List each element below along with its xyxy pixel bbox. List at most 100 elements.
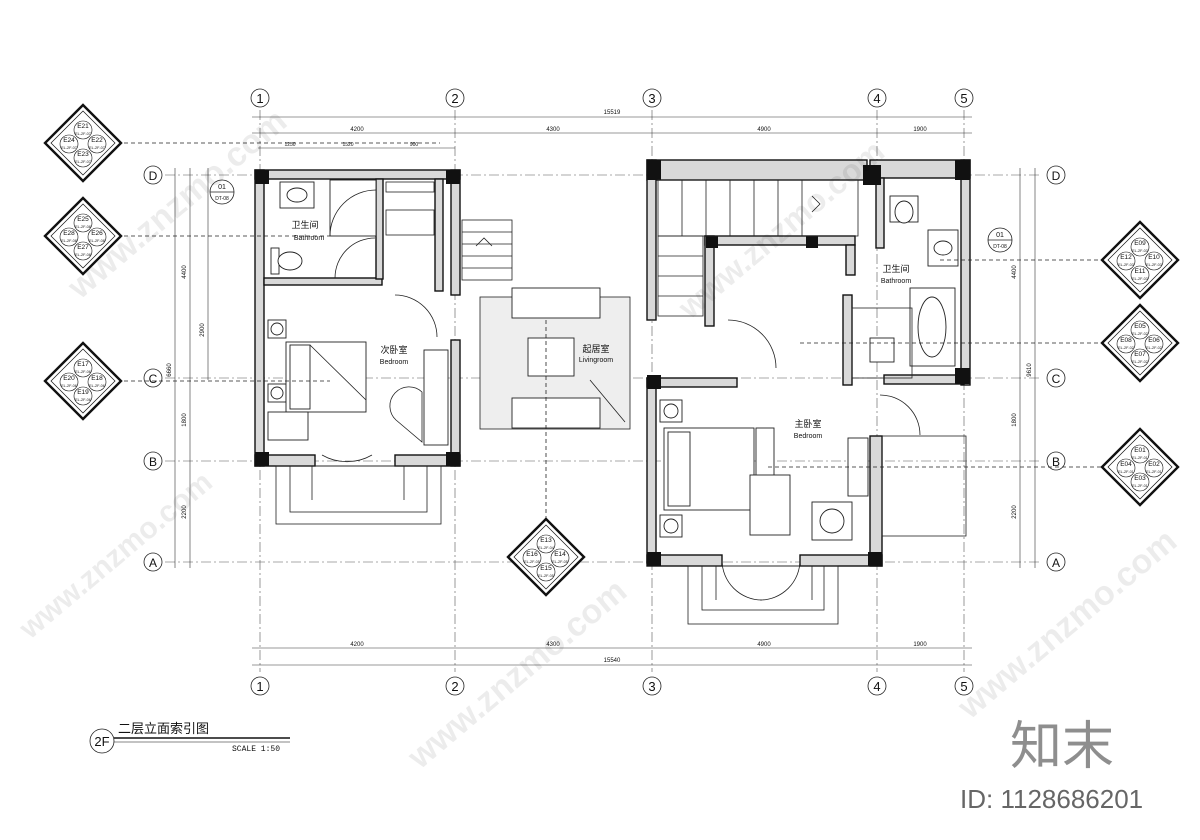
column-axis-bottom: 1 2 3 4 5 (250, 676, 974, 696)
marker-code: EL-2F-08 (89, 239, 105, 243)
marker-label: E02 (1148, 461, 1160, 468)
svg-text:01: 01 (996, 232, 1004, 239)
marker-code: EL-2F-08 (75, 253, 91, 257)
balcony-left (275, 465, 442, 525)
axis-label: 4 (873, 91, 880, 106)
room-label-master-cn: 主卧室 (794, 418, 821, 429)
dimensions-right: 4400 1800 2200 9610 (1012, 168, 1036, 568)
axis-label: B (1052, 455, 1060, 469)
living-room-furniture (479, 287, 631, 430)
dim-seg: 4300 (546, 127, 560, 133)
axis-label: 2 (451, 91, 458, 106)
dim-total: 15519 (604, 110, 621, 116)
master-bedroom-furniture (659, 399, 967, 541)
marker-label: E27 (77, 244, 89, 251)
dimensions-bottom: 4200 4300 4900 1900 15540 (252, 642, 972, 666)
axis-label: 4 (873, 679, 880, 694)
marker-code: EL-2F-03 (1146, 263, 1162, 267)
axis-label: D (149, 169, 158, 183)
axis-label: C (1052, 372, 1061, 386)
marker-code: EL-2F-05 (524, 560, 540, 564)
axis-label: 5 (960, 91, 967, 106)
floor-tag: 2F (94, 734, 109, 749)
door-swings (334, 237, 921, 436)
watermark-logo: 知末 (1010, 718, 1114, 776)
section-tag-right: 01 DT-08 (987, 227, 1013, 253)
axis-label: 1 (256, 679, 263, 694)
marker-code: EL-2F-06 (89, 384, 105, 388)
marker-label: E20 (63, 375, 75, 382)
row-axis-left: D C B A (143, 165, 163, 572)
dim-total: 6660 (167, 363, 173, 377)
marker-code: EL-2F-08 (75, 225, 91, 229)
marker-code: EL-2F-01 (1118, 470, 1134, 474)
row-axis-right: D C B A (1046, 165, 1066, 572)
dimensions-top: 15519 4200 4300 4900 1900 1250 1520 900 (252, 110, 972, 149)
elevation-index-marker: E25EL-2F-08E28EL-2F-08E26EL-2F-08E27EL-2… (43, 196, 123, 276)
room-label-master-en: Bedroom (794, 433, 823, 440)
marker-code: EL-2F-03 (1118, 263, 1134, 267)
marker-label: E26 (91, 230, 103, 237)
marker-code: EL-2F-05 (552, 560, 568, 564)
svg-text:DT-08: DT-08 (215, 196, 229, 202)
elevation-index-marker: E21EL-2F-07E24EL-2F-07E22EL-2F-07E23EL-2… (43, 103, 123, 183)
marker-code: EL-2F-02 (1132, 332, 1148, 336)
axis-label: C (149, 372, 158, 386)
marker-label: E15 (540, 565, 552, 572)
dim-seg: 4400 (182, 265, 188, 279)
drawing-title: 二层立面索引图 (118, 721, 209, 736)
marker-code: EL-2F-08 (61, 239, 77, 243)
axis-label: D (1052, 169, 1061, 183)
room-label-bathroom-left-en: Bathroom (294, 235, 325, 242)
marker-code: EL-2F-01 (1132, 484, 1148, 488)
dim-seg: 4200 (350, 642, 364, 648)
column-axis-top: 1 2 3 4 5 (250, 88, 974, 108)
room-label-second-bedroom-en: Bedroom (380, 359, 409, 366)
marker-label: E08 (1120, 337, 1132, 344)
elevation-index-marker: E05EL-2F-02E08EL-2F-02E06EL-2F-02E07EL-2… (1100, 303, 1180, 383)
dim-seg: 4900 (757, 127, 771, 133)
room-label-second-bedroom-cn: 次卧室 (380, 344, 407, 355)
axis-label: 1 (256, 91, 263, 106)
dim-seg: 2200 (1012, 505, 1018, 519)
title-block: 2F 二层立面索引图 SCALE 1:50 (89, 721, 290, 754)
marker-label: E17 (77, 361, 89, 368)
marker-code: EL-2F-03 (1132, 277, 1148, 281)
room-label-bathroom-right-en: Bathroom (881, 278, 912, 285)
marker-code: EL-2F-06 (75, 370, 91, 374)
marker-label: E12 (1120, 254, 1132, 261)
svg-text:DT-08: DT-08 (993, 244, 1007, 250)
second-bedroom-furniture (267, 319, 449, 463)
room-label-bathroom-left-cn: 卫生间 (291, 219, 318, 230)
left-bathroom-fixtures (270, 179, 435, 275)
marker-code: EL-2F-03 (1132, 249, 1148, 253)
dim-seg: 1800 (1012, 413, 1018, 427)
marker-code: EL-2F-02 (1132, 360, 1148, 364)
svg-text:www.znzmo.com: www.znzmo.com (950, 522, 1184, 727)
marker-code: EL-2F-05 (538, 574, 554, 578)
marker-label: E09 (1134, 240, 1146, 247)
marker-label: E03 (1134, 475, 1146, 482)
walls (254, 159, 971, 567)
marker-code: EL-2F-01 (1132, 456, 1148, 460)
elevation-index-marker: E01EL-2F-01E04EL-2F-01E02EL-2F-01E03EL-2… (1100, 427, 1180, 507)
marker-label: E10 (1148, 254, 1160, 261)
marker-code: EL-2F-02 (1146, 346, 1162, 350)
marker-label: E25 (77, 216, 89, 223)
dim-total: 15540 (604, 658, 621, 664)
room-label-living-en: Livingroom (579, 357, 613, 364)
axis-label: A (149, 556, 157, 570)
dim-sub: 1520 (342, 142, 353, 148)
drawing-scale: SCALE 1:50 (232, 745, 280, 754)
marker-label: E14 (554, 551, 566, 558)
dim-seg: 4400 (1012, 265, 1018, 279)
svg-text:www.znzmo.com: www.znzmo.com (13, 465, 219, 646)
marker-label: E19 (77, 389, 89, 396)
marker-code: EL-2F-06 (61, 384, 77, 388)
marker-label: E06 (1148, 337, 1160, 344)
dim-total: 9610 (1027, 363, 1033, 377)
marker-label: E21 (77, 123, 89, 130)
dim-sub: 900 (410, 142, 419, 148)
marker-label: E07 (1134, 351, 1146, 358)
